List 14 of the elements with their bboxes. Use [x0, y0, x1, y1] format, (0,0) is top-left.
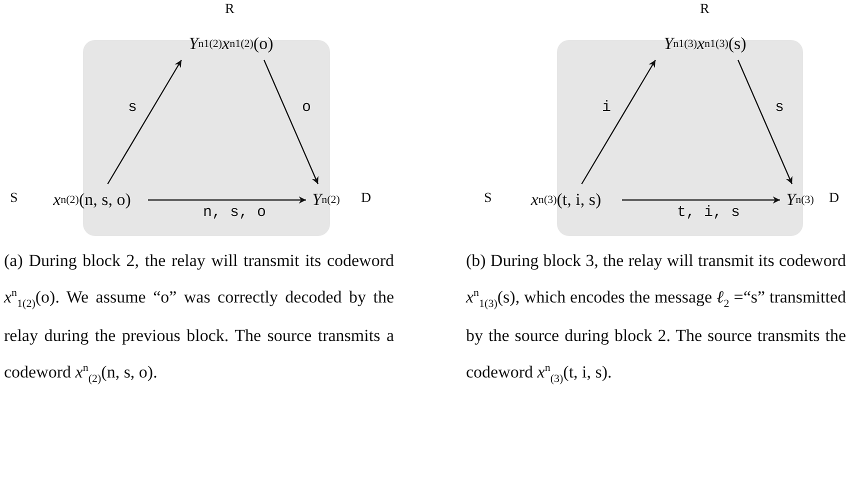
node-tag: R	[225, 2, 234, 18]
node-tag: D	[829, 191, 840, 207]
arrow	[148, 196, 306, 204]
caption: (b) During block 3, the relay will transmit its codeword x$^{n}$$_{1(3)}$(s), which encodes the message ℓ$_{2}$ =“s” transmitted by the source during block 2. The source transmits the codeword x$^{n}$$_{(3)}$(t, i, s).	[466, 250, 846, 388]
arrow	[263, 60, 319, 184]
arrow	[737, 60, 793, 184]
arrow	[581, 60, 656, 184]
caption: (a) During block 2, the relay will transmit its codeword x$^{n}$$_{1(2)}$(o). We assume “o” was correctly decoded by the relay during the previous block. The source transmits a codeword x$^{n}$$_{(2)}$(n, s, o).	[4, 250, 394, 388]
node-tag: S	[10, 191, 18, 207]
arrow	[622, 196, 780, 204]
node-tag: R	[700, 2, 710, 18]
arrow	[107, 60, 182, 184]
node-tag: S	[484, 191, 492, 207]
node-tag: D	[361, 191, 372, 207]
